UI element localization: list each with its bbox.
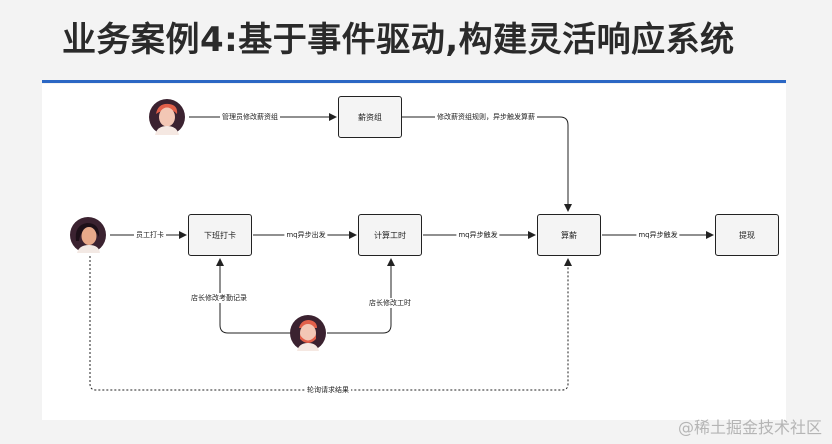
edge-label-admin-modify: 管理员修改薪资组 — [220, 112, 280, 122]
edge-salary-group-to-calc-salary — [401, 116, 572, 212]
edge-polling-loop — [89, 256, 572, 391]
edge-label-polling: 轮询请求结果 — [305, 385, 351, 395]
employee-avatar-icon — [70, 217, 106, 253]
node-calc-salary: 算薪 — [537, 214, 601, 256]
node-clock-out: 下班打卡 — [188, 214, 252, 256]
admin-avatar-icon — [149, 99, 185, 135]
edge-label-mq-async-trigger-2: mq异步触发 — [636, 230, 680, 240]
diagram-canvas: 薪资组 下班打卡 计算工时 算薪 提现 管理员修改薪资组 修改薪资组规则，异步触… — [42, 84, 786, 420]
node-salary-group: 薪资组 — [338, 96, 402, 138]
edge-label-mq-async-out: mq异步出发 — [284, 230, 328, 240]
node-calc-hours: 计算工时 — [358, 214, 422, 256]
edge-label-salary-rule: 修改薪资组规则，异步触发算薪 — [435, 112, 537, 122]
edge-manager-to-clock-out — [216, 258, 291, 334]
title-divider — [42, 80, 786, 83]
edge-label-mq-async-trigger-1: mq异步触发 — [456, 230, 500, 240]
manager-avatar-icon — [290, 315, 326, 351]
edge-label-manager-attendance: 店长修改考勤记录 — [189, 293, 249, 303]
edge-label-manager-hours: 店长修改工时 — [367, 298, 413, 308]
watermark: @稀土掘金技术社区 — [677, 418, 822, 437]
page-title: 业务案例4:基于事件驱动,构建灵活响应系统 — [62, 20, 735, 60]
edge-label-employee-clock: 员工打卡 — [134, 230, 166, 240]
node-withdraw: 提现 — [715, 214, 779, 256]
edge-manager-to-calc-hours — [327, 258, 395, 334]
